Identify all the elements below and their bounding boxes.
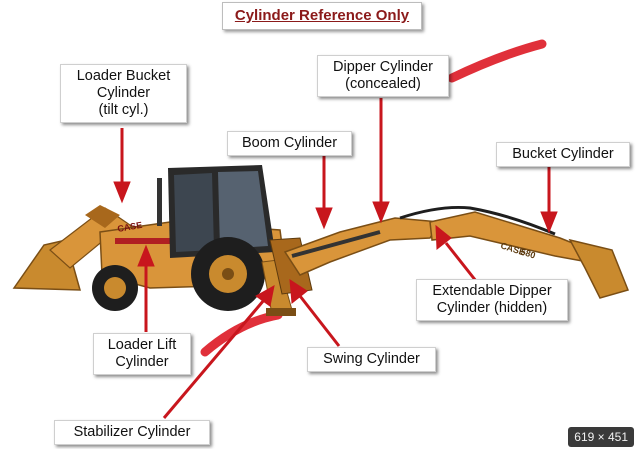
hydraulic-hoses [399,205,556,236]
callout-arrows [113,98,558,419]
arrow-extendable-dipper [435,224,478,282]
arrow-loader-bucket [113,128,131,204]
cab-glass-left [174,173,214,252]
label-line: Swing Cylinder [323,351,420,367]
label-line: Dipper Cylinder [333,59,433,75]
arrow-loader-lift [137,244,155,332]
label-boom-cylinder: Boom Cylinder [227,131,352,156]
image-size-badge: 619 × 451 [568,427,634,447]
label-line: (concealed) [345,76,421,92]
brand-decal: CASE [117,220,143,234]
brush-stroke-top [447,39,547,83]
label-extendable-dipper-cylinder: Extendable Dipper Cylinder (hidden) [416,279,568,321]
label-loader-lift-cylinder: Loader Lift Cylinder [93,333,191,375]
label-stabilizer-cylinder: Stabilizer Cylinder [54,420,210,445]
front-rim [104,277,126,299]
label-bucket-cylinder: Bucket Cylinder [496,142,630,167]
diagram-title: Cylinder Reference Only [222,2,422,30]
arrow-dipper [372,98,390,224]
model-number-decal: 580 [519,246,536,260]
exhaust-stack [157,178,162,226]
label-line: Boom Cylinder [241,135,338,151]
label-line: Loader Bucket [76,68,171,84]
label-dipper-cylinder: Dipper Cylinder (concealed) [317,55,449,97]
label-line: Cylinder [115,354,169,370]
label-line: Extendable Dipper [432,283,552,299]
label-swing-cylinder: Swing Cylinder [307,347,436,372]
label-line: Cylinder [96,85,151,101]
label-loader-bucket-cylinder: Loader Bucket Cylinder (tilt cyl.) [60,64,187,123]
loader-frame [85,205,120,228]
label-line: Cylinder (hidden) [436,300,548,316]
cab-glass-right [218,171,268,249]
label-line: Stabilizer Cylinder [73,424,191,440]
arrow-boom [315,156,333,230]
arrow-stabilizer [162,285,275,419]
red-stripe [115,238,170,244]
brush-stroke-bottom [200,310,283,357]
backhoe-bucket [568,238,630,299]
stabilizer-pad [266,308,296,316]
boom-arm [283,217,442,276]
arrow-bucket [540,166,558,234]
label-line: (tilt cyl.) [98,102,149,118]
label-line: Loader Lift [107,337,177,353]
arrow-swing [289,279,341,347]
boom-cylinder [291,230,381,258]
rear-hub [222,268,234,280]
label-line: Bucket Cylinder [512,146,614,162]
